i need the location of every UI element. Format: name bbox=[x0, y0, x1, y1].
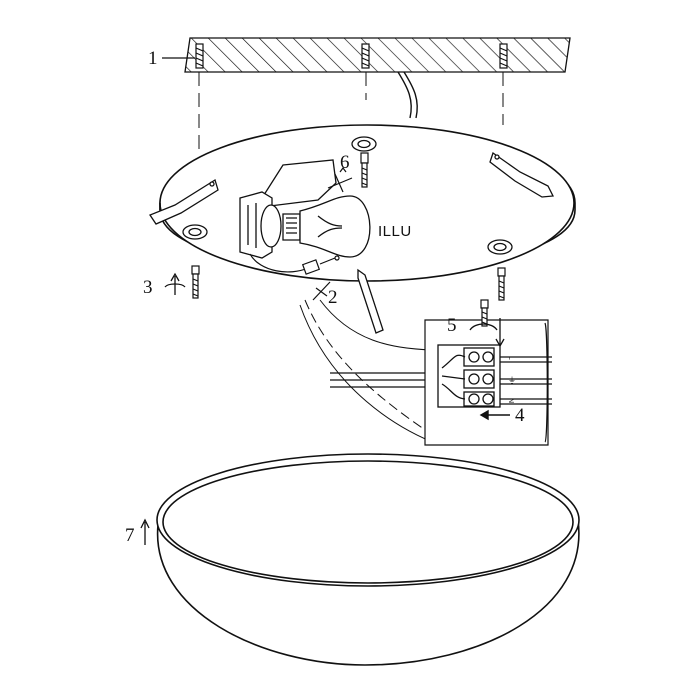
arrow-3 bbox=[164, 272, 186, 295]
glass-shade bbox=[156, 453, 580, 666]
ceiling-screw-middle bbox=[361, 43, 370, 69]
tool-2 bbox=[312, 281, 331, 301]
plate-connector bbox=[301, 255, 340, 275]
terminal-mark-n: N bbox=[507, 398, 514, 403]
arrow-7 bbox=[140, 518, 150, 545]
lamp-socket bbox=[239, 191, 282, 259]
terminal-mark-l: L bbox=[507, 356, 514, 360]
detail-callout-lines bbox=[299, 299, 441, 446]
screw-6 bbox=[360, 152, 369, 188]
spring-clip-right bbox=[489, 151, 555, 198]
spring-clip-left bbox=[149, 178, 219, 225]
screw-right bbox=[497, 267, 506, 301]
ceiling bbox=[184, 37, 571, 73]
step-label-6: 6 bbox=[340, 152, 350, 173]
step-label-5: 5 bbox=[447, 315, 457, 336]
mounting-hole-right bbox=[487, 239, 513, 255]
arrow-5 bbox=[469, 318, 505, 348]
mains-cable bbox=[397, 71, 418, 119]
step-label-4: 4 bbox=[515, 405, 525, 426]
step-label-3: 3 bbox=[143, 277, 153, 298]
terminal-block bbox=[437, 344, 501, 408]
output-wires bbox=[500, 356, 552, 405]
light-bulb bbox=[282, 195, 371, 258]
step-label-7: 7 bbox=[125, 525, 135, 546]
arrow-4 bbox=[479, 409, 510, 421]
mounting-hole-top bbox=[351, 136, 377, 152]
bulb-label: ILLU bbox=[378, 223, 412, 240]
clamp-arrow-6 bbox=[327, 167, 353, 193]
terminal-mark-earth: ⏚ bbox=[508, 376, 516, 385]
spring-clip-front bbox=[357, 268, 384, 334]
screw-3 bbox=[191, 265, 200, 299]
step-label-1: 1 bbox=[148, 48, 158, 69]
step-label-2: 2 bbox=[328, 287, 338, 308]
ceiling-screw-right bbox=[499, 43, 508, 69]
socket-wire bbox=[249, 253, 309, 273]
ceiling-screw-left bbox=[195, 43, 204, 69]
alignment-lines bbox=[198, 72, 504, 150]
mounting-hole-left bbox=[182, 224, 208, 240]
screw-5 bbox=[480, 299, 489, 327]
